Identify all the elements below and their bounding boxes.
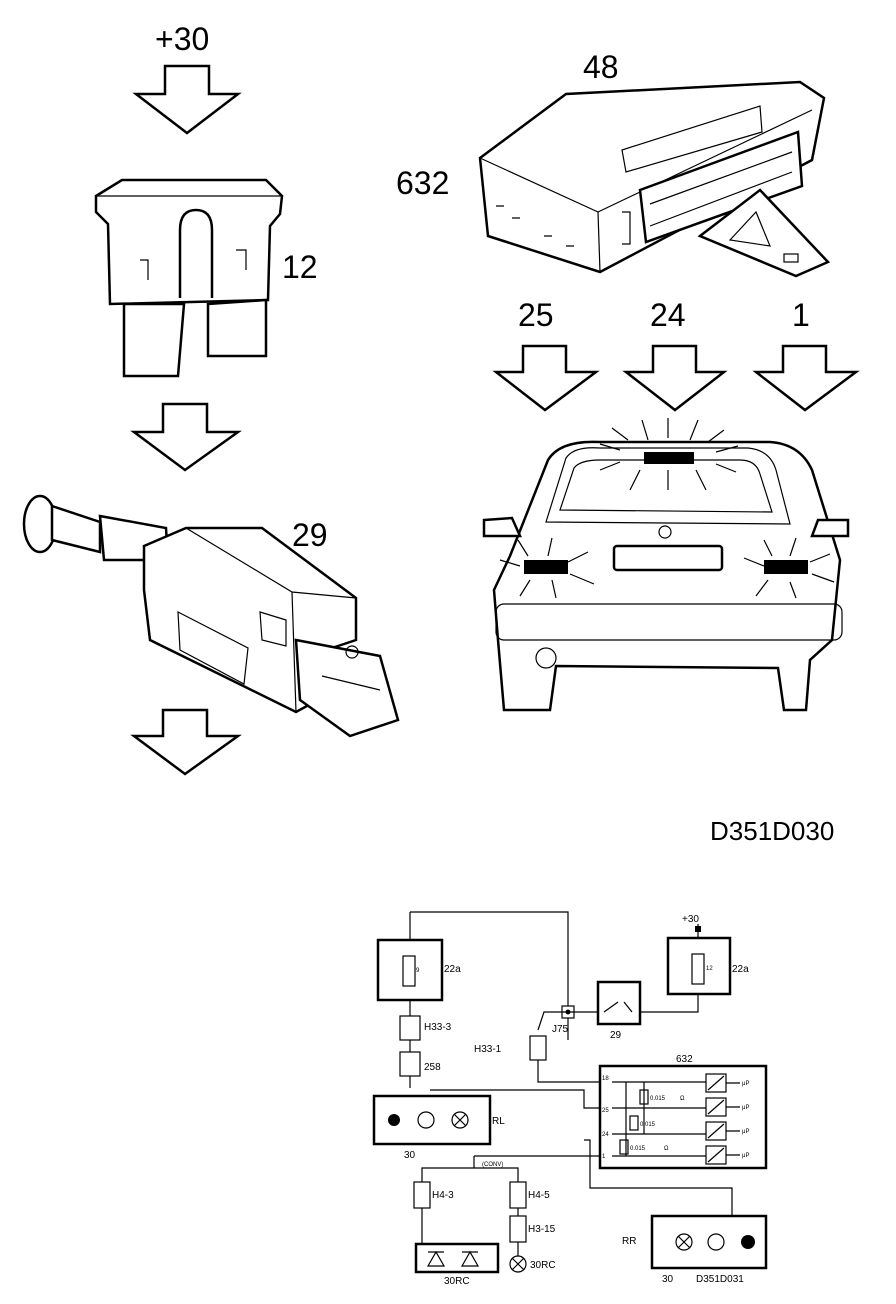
module-part-callout: 632 <box>396 165 449 201</box>
lamp-icon <box>509 1255 527 1273</box>
lamp-icon <box>675 1233 693 1251</box>
brake-switch-label: 29 <box>610 1030 622 1041</box>
control-module-illustration <box>478 80 831 278</box>
svg-text:μP: μP <box>742 1153 749 1159</box>
svg-text:H4-3: H4-3 <box>432 1190 454 1201</box>
figure-code-bottom: D351D031 <box>696 1274 744 1285</box>
connector-h4-5 <box>509 1181 527 1209</box>
car-rear-illustration <box>482 418 850 712</box>
lamp-icon <box>741 1235 755 1249</box>
arrow-down-icon <box>132 64 242 135</box>
led-bar-30rc <box>414 1242 500 1274</box>
connector-h33-1 <box>529 1035 547 1061</box>
svg-text:24: 24 <box>602 1132 609 1138</box>
svg-text:H33-3: H33-3 <box>424 1022 452 1033</box>
brake-switch-illustration <box>22 494 400 738</box>
left-lamp-callout: 25 <box>518 297 554 333</box>
fuse-illustration <box>94 178 284 378</box>
svg-text:30: 30 <box>662 1274 674 1285</box>
connector-h3-15 <box>509 1215 527 1243</box>
svg-text:0.015: 0.015 <box>650 1096 666 1102</box>
connector-h33-3 <box>399 1015 421 1041</box>
svg-text:25: 25 <box>602 1108 609 1114</box>
junction-j75 <box>561 1005 575 1019</box>
module-driver-blocks <box>705 1073 740 1165</box>
lamp-icon <box>707 1233 725 1251</box>
svg-text:Ω: Ω <box>680 1096 685 1102</box>
svg-text:30RC: 30RC <box>444 1276 470 1287</box>
wire-fuse-to-j75 <box>410 911 569 1006</box>
brake-switch-callout: 29 <box>292 517 328 553</box>
lamp-rr-label: RR <box>622 1236 636 1247</box>
fuse-box-right <box>666 936 732 996</box>
brake-switch-symbol <box>596 980 642 1026</box>
svg-text:258: 258 <box>424 1062 441 1073</box>
connector-258 <box>399 1051 421 1077</box>
svg-text:9: 9 <box>416 968 420 974</box>
svg-text:μP: μP <box>742 1129 749 1135</box>
svg-text:18: 18 <box>602 1076 609 1082</box>
right-lamp-callout: 1 <box>792 297 810 333</box>
svg-text:H4-5: H4-5 <box>528 1190 550 1201</box>
svg-text:0.015: 0.015 <box>630 1146 646 1152</box>
svg-text:1: 1 <box>602 1154 606 1160</box>
svg-text:μP: μP <box>742 1105 749 1111</box>
svg-text:(CONV): (CONV) <box>482 1162 503 1168</box>
svg-text:30RC: 30RC <box>530 1260 556 1271</box>
fuse-callout: 12 <box>282 249 318 285</box>
supply-label: +30 <box>682 914 699 925</box>
svg-text:0.015: 0.015 <box>640 1122 656 1128</box>
fuse-right-label: 22a <box>732 964 749 975</box>
module-callout: 48 <box>583 49 619 85</box>
svg-text:12: 12 <box>706 966 713 972</box>
supply-callout: +30 <box>155 21 209 57</box>
arrow-down-icon <box>130 402 242 472</box>
svg-text:30: 30 <box>404 1150 416 1161</box>
arrow-down-icon <box>492 344 600 412</box>
arrow-down-icon <box>622 344 728 412</box>
fuse-box-left <box>376 938 444 1002</box>
lamp-icon <box>451 1111 469 1129</box>
svg-text:μP: μP <box>742 1081 749 1087</box>
fuse-left-label: 22a <box>444 964 461 975</box>
lamp-icon <box>417 1111 435 1129</box>
svg-text:H33-1: H33-1 <box>474 1044 502 1055</box>
svg-text:Ω: Ω <box>664 1146 669 1152</box>
module-label: 632 <box>676 1054 693 1065</box>
junction-label: J75 <box>552 1024 569 1035</box>
lamp-rl-label: RL <box>492 1116 505 1127</box>
arrow-down-icon <box>130 708 242 776</box>
lamp-icon <box>388 1114 400 1126</box>
connector-h4-3 <box>413 1181 431 1209</box>
arrow-down-icon <box>752 344 860 412</box>
svg-text:H3-15: H3-15 <box>528 1224 556 1235</box>
figure-code-top: D351D030 <box>710 816 834 846</box>
center-lamp-callout: 24 <box>650 297 686 333</box>
